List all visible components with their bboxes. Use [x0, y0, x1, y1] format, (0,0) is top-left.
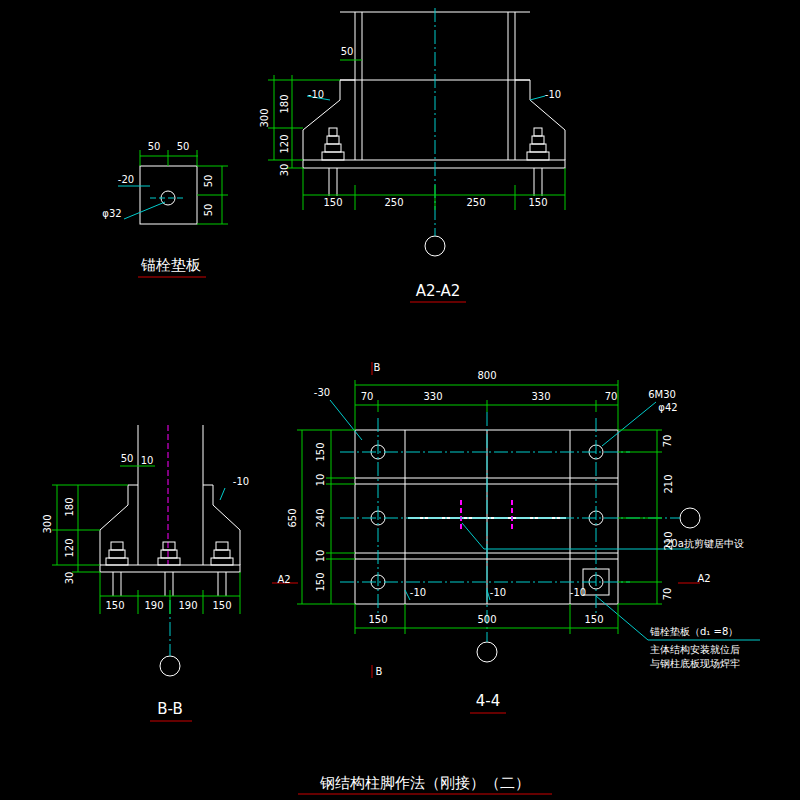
dimension-text: 500	[477, 615, 496, 625]
dimension-text: 150	[323, 198, 342, 208]
dimension-text: -10	[545, 90, 561, 100]
dimension-text: 650	[288, 508, 298, 527]
dimension-text: 70	[663, 435, 673, 448]
dimension-text: 30	[65, 572, 75, 585]
note-text: 20a抗剪键居中设	[665, 539, 744, 549]
dimension-text: 30	[280, 164, 290, 177]
dimension-text: 150	[368, 615, 387, 625]
view-title: B-B	[157, 702, 182, 717]
dimension-text: 250	[466, 198, 485, 208]
note-text: 主体结构安装就位后	[650, 645, 740, 655]
dimension-text: -20	[118, 175, 134, 185]
view-title: 4-4	[476, 694, 501, 709]
dimension-text: 150	[105, 601, 124, 611]
view-title: A2-A2	[416, 284, 461, 299]
view-title: 锚栓垫板	[141, 258, 201, 273]
dimension-text: 50	[177, 142, 190, 152]
dimension-text: A2	[277, 575, 290, 585]
dimension-text: 330	[423, 392, 442, 402]
note-text: 锚栓垫板（d₁ =8）	[650, 627, 738, 637]
note-text: 与钢柱底板现场焊牢	[650, 659, 740, 669]
dimension-text: 300	[43, 514, 53, 533]
dimension-text: 10	[316, 550, 326, 563]
dimension-text: 50	[341, 47, 354, 57]
dimension-text: -30	[314, 388, 330, 398]
dimension-text: 150	[212, 601, 231, 611]
dimension-text: 190	[178, 601, 197, 611]
dimension-text: 120	[65, 538, 75, 557]
dimension-text: 70	[361, 392, 374, 402]
dimension-text: 6M30	[648, 390, 676, 400]
drawing-title: 钢结构柱脚作法（刚接）（二）	[320, 776, 530, 791]
dimension-text: 150	[316, 442, 326, 461]
dimension-text: 190	[144, 601, 163, 611]
dimension-text: 800	[477, 371, 496, 381]
dimension-text: 120	[280, 134, 290, 153]
dimension-text: 180	[65, 497, 75, 516]
dimension-text: 70	[605, 392, 618, 402]
dimension-text: -10	[233, 477, 249, 487]
dimension-text: -10	[570, 588, 586, 598]
dimension-text: 150	[528, 198, 547, 208]
dimension-text: φ32	[102, 209, 121, 219]
dimension-text: B	[376, 667, 383, 677]
dimension-text: 50	[204, 204, 214, 217]
dimension-text: 70	[663, 588, 673, 601]
dimension-text: 240	[316, 508, 326, 527]
dimension-text: 210	[664, 474, 674, 493]
dimension-text: -10	[410, 588, 426, 598]
dimension-text: 50	[121, 454, 134, 464]
dimension-text: 150	[316, 572, 326, 591]
dimension-text: -10	[490, 588, 506, 598]
dimension-text: 180	[280, 94, 290, 113]
dimension-text: B	[374, 363, 381, 373]
dimension-text: 10	[141, 456, 154, 466]
dimension-text: 50	[204, 175, 214, 188]
dimension-text: 150	[584, 615, 603, 625]
dimension-text: 10	[316, 474, 326, 487]
dimension-text: 250	[384, 198, 403, 208]
dimension-text: A2	[697, 574, 710, 584]
dimension-text: 330	[531, 392, 550, 402]
dimension-text: -10	[308, 90, 324, 100]
dimension-text: φ42	[658, 403, 677, 413]
dimension-text: 50	[148, 142, 161, 152]
dimension-text: 300	[260, 108, 270, 127]
